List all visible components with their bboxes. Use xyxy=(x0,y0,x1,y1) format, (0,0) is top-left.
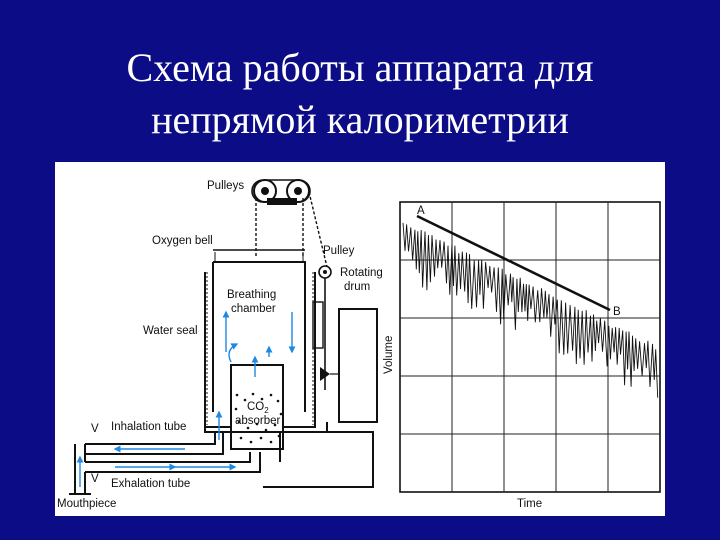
trend-line xyxy=(416,214,611,312)
label-rotating-drum-1: Rotating xyxy=(340,267,383,279)
label-breathing-chamber-1: Breathing xyxy=(227,289,276,301)
pen-icon xyxy=(320,367,330,381)
title-line-1: Схема работы аппарата для xyxy=(126,45,594,90)
title-line-2: непрямой калориметрии xyxy=(151,97,569,142)
slide-title: Схема работы аппарата для непрямой калор… xyxy=(0,42,720,146)
x-axis-label: Time xyxy=(517,498,542,510)
label-pulleys: Pulleys xyxy=(207,180,244,192)
annotation-b: B xyxy=(613,306,621,318)
label-co2: CO2 xyxy=(247,401,269,415)
label-co2-absorber: absorber xyxy=(235,415,281,427)
y-axis-label: Volume xyxy=(383,336,395,374)
co2-absorber-box xyxy=(230,364,284,450)
chart-grid xyxy=(400,202,660,492)
label-rotating-drum-2: drum xyxy=(344,281,370,293)
rotating-drum xyxy=(338,308,378,423)
label-mouthpiece: Mouthpiece xyxy=(57,498,116,510)
calorimetry-figure: Pulleys Oxygen bell Pulley Rotating drum… xyxy=(55,162,665,516)
apparatus-diagram: Pulleys Oxygen bell Pulley Rotating drum… xyxy=(57,179,383,510)
flow-arrows xyxy=(76,310,296,487)
label-valve-2: V xyxy=(91,473,99,485)
label-valve-1: V xyxy=(91,423,99,435)
volume-time-chart: A B Time Volume xyxy=(383,201,661,510)
pulleys-icon xyxy=(251,179,311,205)
figure-svg: Pulleys Oxygen bell Pulley Rotating drum… xyxy=(57,179,661,510)
label-oxygen-bell: Oxygen bell xyxy=(152,235,213,247)
annotation-a: A xyxy=(417,205,425,217)
label-pulley: Pulley xyxy=(323,245,355,257)
label-breathing-chamber-2: chamber xyxy=(231,303,276,315)
label-inhalation-tube: Inhalation tube xyxy=(111,421,186,433)
spirometer-trace xyxy=(402,222,659,398)
label-water-seal: Water seal xyxy=(143,325,198,337)
label-exhalation-tube: Exhalation tube xyxy=(111,478,190,490)
